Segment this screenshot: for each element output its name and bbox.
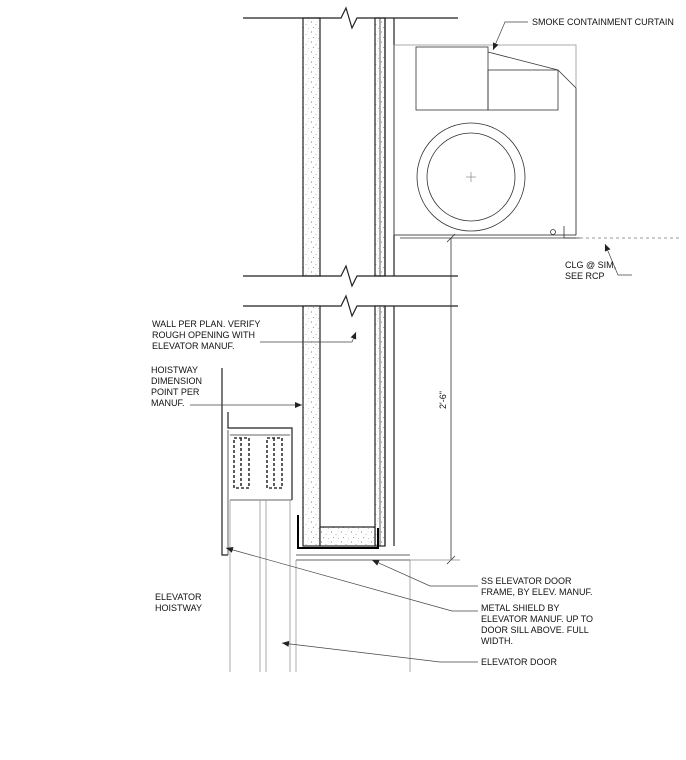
hoistway-label: ELEVATOR HOISTWAY — [155, 592, 204, 613]
hoistway-dimension-note: HOISTWAY DIMENSION POINT PER MANUF. — [151, 365, 205, 408]
door-frame-note: SS ELEVATOR DOOR FRAME, BY ELEV. MANUF. — [481, 576, 593, 597]
elevator-door-note: ELEVATOR DOOR — [481, 657, 558, 667]
elevator-door-panels — [229, 500, 411, 672]
wall-bottom-block — [319, 526, 376, 547]
vertical-dimension: 2'-6" — [410, 233, 460, 565]
metal-shield-note: METAL SHIELD BY ELEVATOR MANUF. UP TO DO… — [481, 603, 596, 646]
upper-wall-segment — [302, 17, 395, 277]
lower-wall-core — [302, 305, 321, 547]
curtain-enclosure-box — [415, 46, 489, 111]
upper-wall-core — [302, 17, 321, 277]
curtain-roll-outer — [416, 122, 526, 232]
smoke-curtain-housing — [393, 44, 580, 239]
curtain-motor-box — [487, 69, 559, 111]
clg-note: CLG @ SIM, SEE RCP — [565, 260, 619, 281]
door-frame-return — [227, 412, 293, 500]
lower-break-line — [243, 294, 458, 318]
elevator-door-frame — [221, 368, 293, 556]
text-notes: SMOKE CONTAINMENT CURTAIN CLG @ SIM, SEE… — [151, 17, 674, 667]
break-lines — [243, 6, 458, 318]
wall-note: WALL PER PLAN. VERIFY ROUGH OPENING WITH… — [152, 319, 263, 351]
metal-shield — [297, 515, 379, 549]
middle-break-line — [243, 264, 458, 288]
smoke-curtain-note: SMOKE CONTAINMENT CURTAIN — [532, 17, 674, 27]
top-break-line — [243, 6, 458, 30]
leaders — [190, 21, 632, 663]
hoistway-frame-profile — [221, 368, 228, 556]
lower-wall-segment — [296, 305, 410, 561]
dimension-label: 2'-6" — [438, 391, 448, 409]
curtain-roll-inner — [426, 132, 516, 222]
